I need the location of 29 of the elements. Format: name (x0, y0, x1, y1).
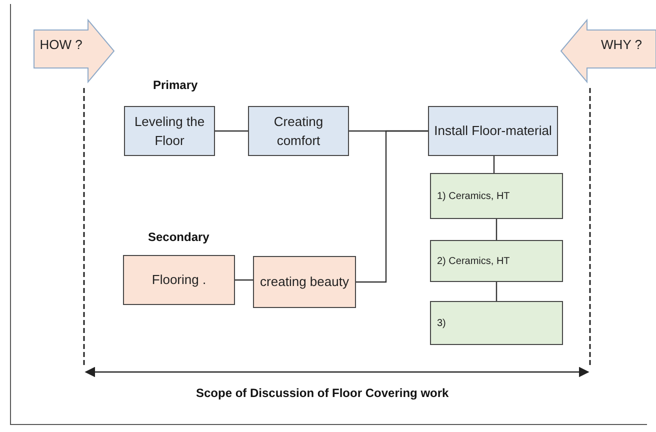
process-box (430, 173, 563, 219)
box-label: 1) Ceramics, HT (437, 190, 510, 204)
scope-caption: Scope of Discussion of Floor Covering work (196, 386, 449, 400)
process-box (430, 301, 563, 345)
process-box (430, 240, 563, 282)
box-label: Leveling the Floor (133, 112, 206, 150)
connector-line (235, 279, 253, 281)
process-box (248, 106, 349, 156)
connector-line (493, 156, 495, 173)
box-label: Flooring . (152, 271, 206, 290)
section-heading: Primary (153, 78, 198, 92)
box-label: Install Floor-material (434, 122, 552, 140)
box-label: WHY ? (601, 36, 642, 54)
box-label: Creating comfort (272, 112, 324, 150)
connector-line (356, 130, 428, 283)
connector-line (496, 219, 498, 240)
connector-line (496, 282, 498, 301)
box-label: HOW ? (40, 36, 82, 54)
right-arrow-shape (34, 20, 114, 82)
process-box (123, 255, 235, 305)
connector-line (215, 130, 248, 132)
left-arrow-shape (561, 20, 656, 82)
process-box (124, 106, 215, 156)
box-label: creating beauty (260, 273, 349, 292)
box-label: 2) Ceramics, HT (437, 254, 510, 268)
process-box (428, 106, 558, 156)
section-heading: Secondary (148, 230, 210, 244)
box-label: 3) (437, 316, 446, 330)
process-box (253, 256, 356, 308)
